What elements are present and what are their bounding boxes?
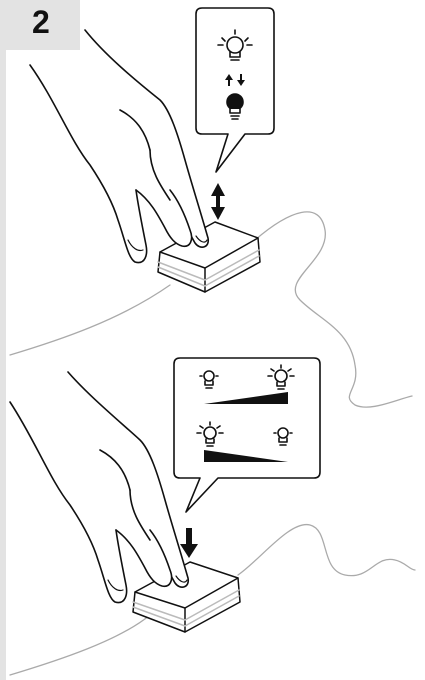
press-hold-arrow-icon bbox=[211, 183, 225, 220]
cable bbox=[10, 285, 170, 355]
press-down-arrow-icon bbox=[180, 528, 198, 558]
cable bbox=[10, 615, 150, 675]
cable bbox=[238, 525, 415, 576]
toggle-illustration bbox=[10, 8, 412, 407]
callout-bubble bbox=[174, 358, 320, 512]
dim-illustration bbox=[10, 358, 415, 675]
hand bbox=[10, 372, 188, 603]
hand bbox=[30, 30, 208, 263]
